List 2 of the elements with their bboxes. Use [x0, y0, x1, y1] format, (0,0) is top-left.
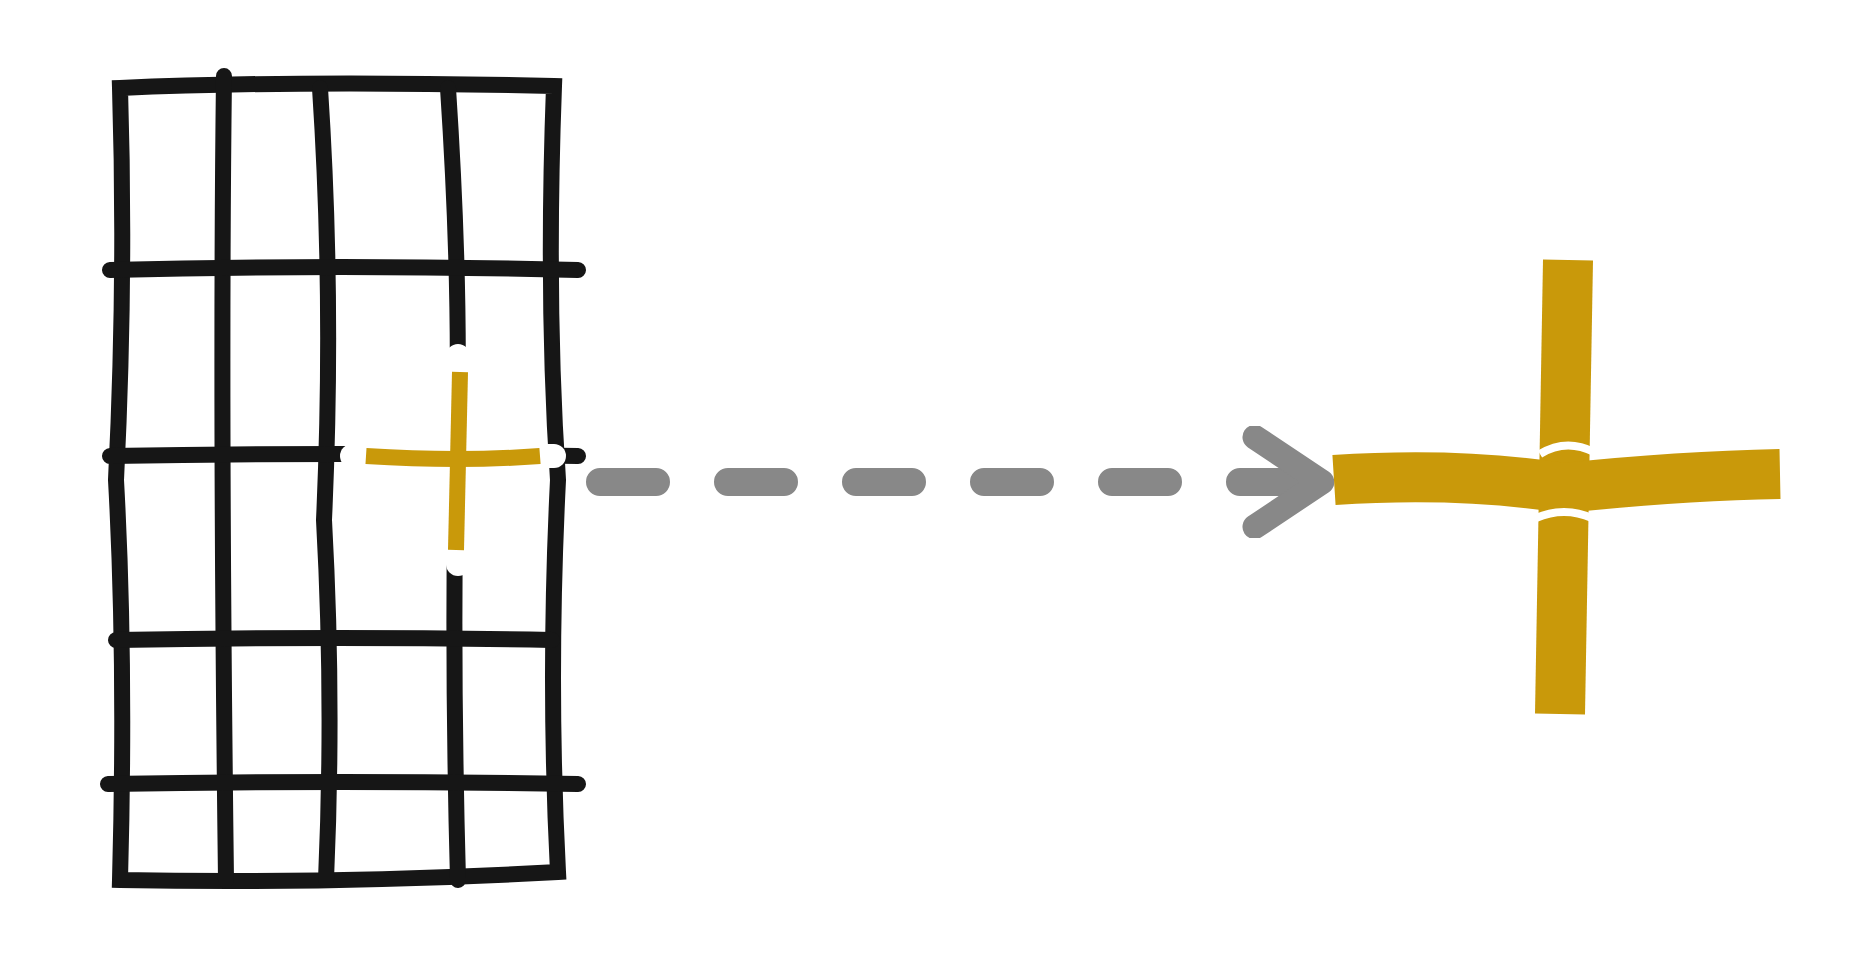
arrow: [586, 424, 1336, 540]
cross-drawing: [1330, 256, 1786, 720]
